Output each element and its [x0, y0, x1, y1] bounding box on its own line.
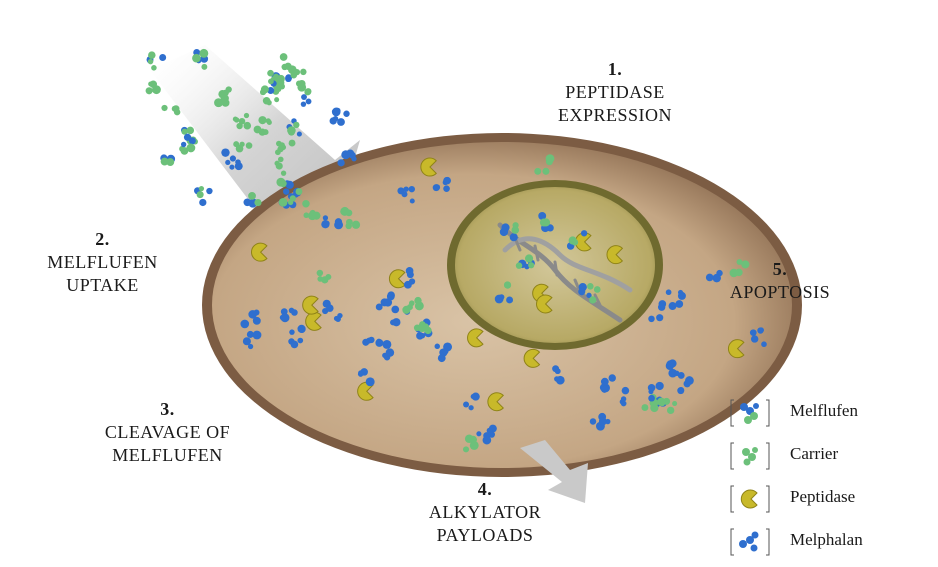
step-cleavage: 3. CLEAVAGE OF MELFLUFEN [60, 398, 275, 467]
melflufen-molecule [160, 154, 175, 166]
legend-label: Melflufen [790, 401, 858, 421]
melflufen-molecule [146, 80, 161, 94]
step-label: PEPTIDASE EXPRESSION [520, 81, 710, 127]
melflufen-molecule [330, 108, 350, 126]
melflufen-icon [730, 397, 770, 429]
legend-item-carrier: Carrier [730, 438, 930, 481]
step-number: 4. [385, 478, 585, 501]
legend-item-melphalan: Melphalan [730, 524, 930, 567]
step-number: 2. [15, 228, 190, 251]
step-number: 1. [520, 58, 710, 81]
legend-label: Carrier [790, 444, 838, 464]
step-alkylator-payloads: 4. ALKYLATOR PAYLOADS [385, 478, 585, 547]
step-label: CLEAVAGE OF MELFLUFEN [60, 421, 275, 467]
melphalan-icon [730, 526, 770, 558]
step-melflufen-uptake: 2. MELFLUFEN UPTAKE [15, 228, 190, 297]
melflufen-molecule [280, 53, 297, 74]
legend: Melflufen Carrier Peptidase Melphalan [730, 395, 930, 567]
step-peptidase-expression: 1. PEPTIDASE EXPRESSION [520, 58, 710, 127]
step-apoptosis: 5. APOPTOSIS [700, 258, 860, 304]
melflufen-molecule [194, 186, 213, 206]
melflufen-molecule [161, 105, 180, 115]
step-number: 5. [700, 258, 860, 281]
legend-item-peptidase: Peptidase [730, 481, 930, 524]
carrier-icon [730, 440, 770, 472]
step-number: 3. [60, 398, 275, 421]
legend-label: Peptidase [790, 487, 855, 507]
legend-label: Melphalan [790, 530, 863, 550]
peptidase-icon [730, 483, 770, 515]
step-label: MELFLUFEN UPTAKE [15, 251, 190, 297]
step-label: APOPTOSIS [700, 281, 860, 304]
legend-item-melflufen: Melflufen [730, 395, 930, 438]
step-label: ALKYLATOR PAYLOADS [385, 501, 585, 547]
